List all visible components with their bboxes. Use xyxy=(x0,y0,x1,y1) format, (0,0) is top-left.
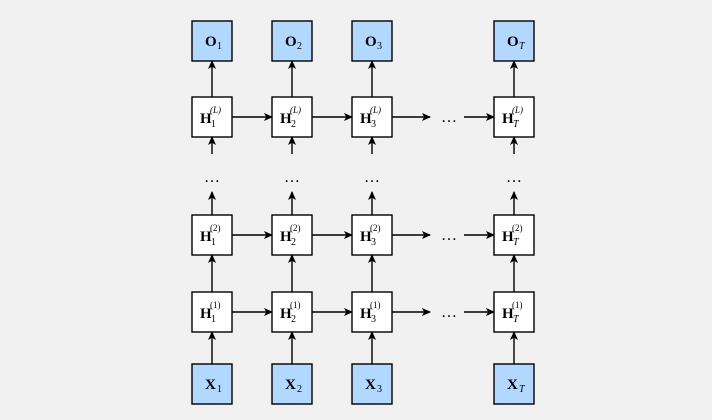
output-symbol: O xyxy=(205,34,217,50)
hidden-symbol: H xyxy=(502,306,514,322)
hidden-node-(2)-T xyxy=(493,214,535,256)
hidden-node-(2)-2 xyxy=(271,214,313,256)
vertical-ellipsis: … xyxy=(364,169,380,186)
vertical-ellipsis: … xyxy=(506,169,522,186)
hidden-layer-superscript: (2) xyxy=(370,223,381,233)
input-subscript: 3 xyxy=(377,384,382,395)
output-symbol: O xyxy=(285,34,297,50)
input-subscript: T xyxy=(519,384,526,395)
hidden-layer-superscript: (1) xyxy=(512,300,523,310)
hidden-layer-superscript: (2) xyxy=(512,223,523,233)
hidden-symbol: H xyxy=(280,229,292,245)
hidden-subscript: 1 xyxy=(211,237,216,248)
input-subscript: 1 xyxy=(217,384,222,395)
output-subscript: 3 xyxy=(377,41,382,52)
hidden-node-(1)-T xyxy=(493,291,535,333)
hidden-subscript: 3 xyxy=(371,314,376,325)
vertical-ellipsis: … xyxy=(284,169,300,186)
hidden-subscript: 3 xyxy=(371,119,376,130)
hidden-node-(1)-3 xyxy=(351,291,393,333)
output-node-3 xyxy=(351,20,393,62)
input-subscript: 2 xyxy=(297,384,302,395)
connectors xyxy=(208,60,518,364)
output-symbol: O xyxy=(507,34,519,50)
output-node-2 xyxy=(271,20,313,62)
hidden-node-(L)-1 xyxy=(191,96,233,138)
hidden-symbol: H xyxy=(502,111,514,127)
input-symbol: X xyxy=(285,377,296,393)
hidden-layer-superscript: (1) xyxy=(370,300,381,310)
hidden-subscript: T xyxy=(513,237,520,248)
input-node-3 xyxy=(351,363,393,405)
hidden-symbol: H xyxy=(360,306,372,322)
hidden-node-(1)-2 xyxy=(271,291,313,333)
hidden-subscript: 2 xyxy=(291,237,296,248)
hidden-node-(L)-3 xyxy=(351,96,393,138)
hidden-layer-superscript: (1) xyxy=(210,300,221,310)
horizontal-ellipsis: … xyxy=(441,109,457,126)
hidden-symbol: H xyxy=(360,111,372,127)
hidden-symbol: H xyxy=(280,111,292,127)
vertical-ellipsis: … xyxy=(204,169,220,186)
hidden-symbol: H xyxy=(360,229,372,245)
hidden-subscript: T xyxy=(513,119,520,130)
output-node-1 xyxy=(191,20,233,62)
hidden-symbol: H xyxy=(200,229,212,245)
hidden-subscript: T xyxy=(513,314,520,325)
input-symbol: X xyxy=(507,377,518,393)
output-subscript: 1 xyxy=(217,41,222,52)
hidden-layer-superscript: (2) xyxy=(290,223,301,233)
hidden-node-(2)-1 xyxy=(191,214,233,256)
hidden-layer-superscript: (L) xyxy=(210,105,221,115)
hidden-symbol: H xyxy=(200,111,212,127)
hidden-subscript: 1 xyxy=(211,314,216,325)
hidden-layer-superscript: (2) xyxy=(210,223,221,233)
horizontal-ellipsis: … xyxy=(441,227,457,244)
output-subscript: 2 xyxy=(297,41,302,52)
input-node-1 xyxy=(191,363,233,405)
output-subscript: T xyxy=(519,41,526,52)
hidden-subscript: 2 xyxy=(291,119,296,130)
input-node-2 xyxy=(271,363,313,405)
hidden-symbol: H xyxy=(280,306,292,322)
hidden-layer-superscript: (L) xyxy=(290,105,301,115)
hidden-symbol: H xyxy=(200,306,212,322)
input-node-T xyxy=(493,363,535,405)
hidden-symbol: H xyxy=(502,229,514,245)
hidden-node-(L)-2 xyxy=(271,96,313,138)
hidden-node-(1)-1 xyxy=(191,291,233,333)
input-symbol: X xyxy=(205,377,216,393)
hidden-layer-superscript: (1) xyxy=(290,300,301,310)
hidden-layer-superscript: (L) xyxy=(512,105,523,115)
hidden-node-(2)-3 xyxy=(351,214,393,256)
output-node-T xyxy=(493,20,535,62)
input-symbol: X xyxy=(365,377,376,393)
hidden-subscript: 3 xyxy=(371,237,376,248)
output-symbol: O xyxy=(365,34,377,50)
hidden-layer-superscript: (L) xyxy=(370,105,381,115)
hidden-node-(L)-T xyxy=(493,96,535,138)
hidden-subscript: 2 xyxy=(291,314,296,325)
hidden-subscript: 1 xyxy=(211,119,216,130)
horizontal-ellipsis: … xyxy=(441,304,457,321)
